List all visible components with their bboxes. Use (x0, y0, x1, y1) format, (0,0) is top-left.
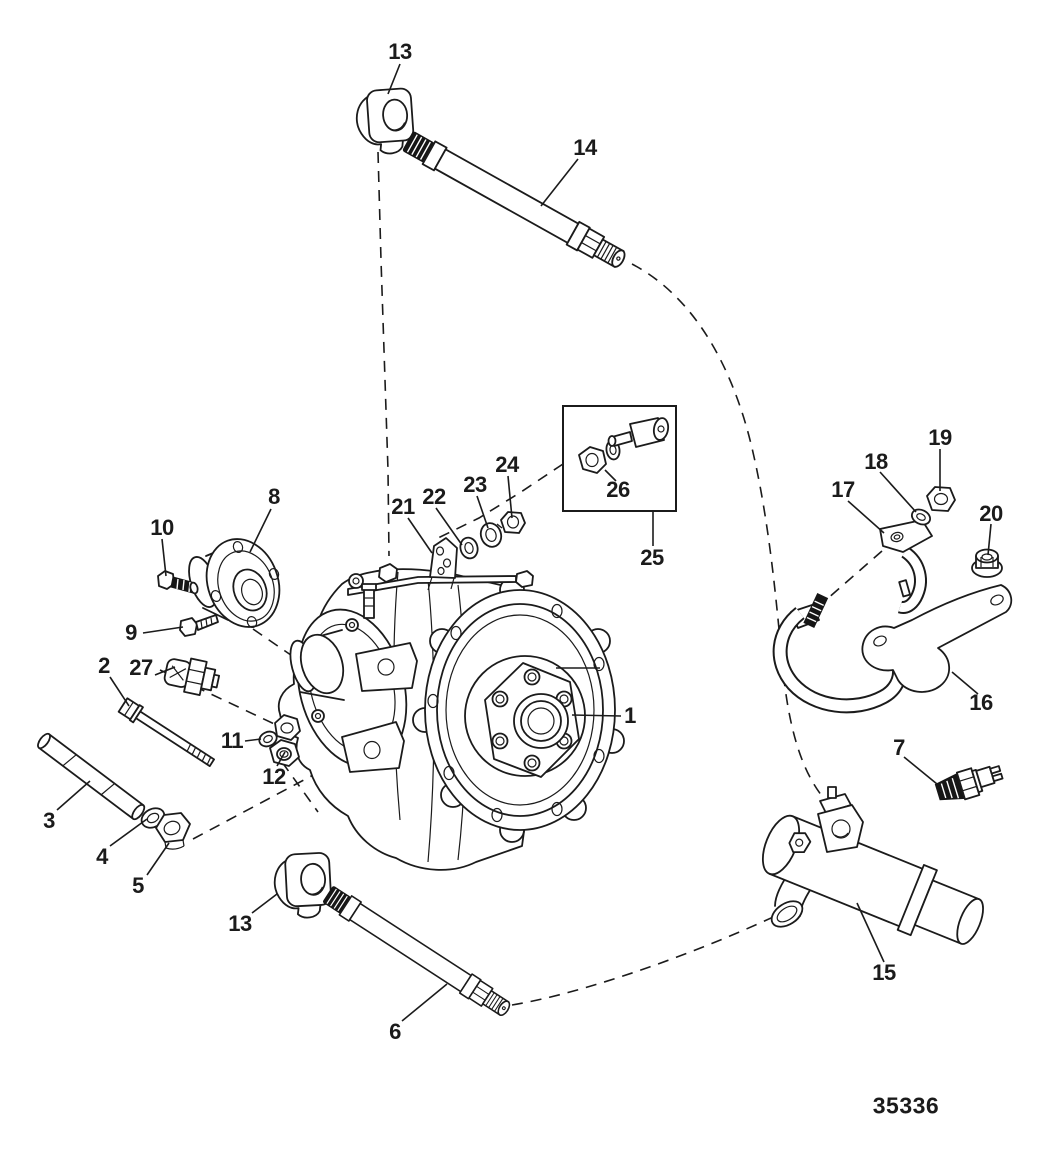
leader-lines (56, 63, 992, 1022)
callout-12: 12 (262, 764, 286, 789)
part-washer-22 (459, 536, 479, 560)
callout-3: 3 (43, 808, 55, 833)
callout-1: 1 (624, 703, 636, 728)
part-locknut-20 (971, 548, 1003, 578)
assembly-dashed-lines (159, 151, 883, 1006)
part-lockwasher-23 (479, 522, 503, 548)
callout-17: 17 (831, 477, 855, 502)
part-kit-box-25 (562, 405, 677, 546)
part-clamp-strap-17 (772, 519, 933, 714)
part-washer-11 (258, 730, 278, 748)
callout-6: 6 (389, 1019, 401, 1044)
callout-20: 20 (979, 501, 1003, 526)
part-washer-18 (910, 508, 932, 526)
drawing-number: 35336 (872, 1092, 940, 1119)
callout-24: 24 (495, 452, 519, 477)
callout-15: 15 (872, 960, 896, 985)
part-sensor-7 (934, 765, 1004, 801)
callout-2: 2 (98, 653, 110, 678)
callout-7: 7 (893, 735, 905, 760)
callout-13-top: 13 (388, 39, 412, 64)
part-screw-9 (179, 614, 219, 637)
callout-16: 16 (969, 690, 993, 715)
callout-26: 26 (606, 477, 630, 502)
part-bracket-16 (861, 584, 1013, 693)
part-nut-19 (926, 486, 956, 512)
callout-27: 27 (129, 655, 153, 680)
callout-25: 25 (640, 545, 664, 570)
part-nut-5 (155, 812, 191, 850)
part-elbow-cover-13-bottom (272, 851, 333, 921)
part-spacer-tube-3 (37, 732, 146, 821)
callout-22: 22 (422, 484, 446, 509)
part-flange-8 (188, 538, 281, 628)
callout-13-bottom: 13 (228, 911, 252, 936)
part-nut-24 (500, 511, 526, 534)
callout-19: 19 (928, 425, 952, 450)
callout-8: 8 (268, 484, 280, 509)
callout-21: 21 (391, 494, 415, 519)
part-bracket-21 (427, 537, 458, 591)
callout-4: 4 (96, 844, 108, 869)
callout-14: 14 (573, 135, 597, 160)
callout-9: 9 (125, 620, 137, 645)
part-transmission-assembly-1 (277, 563, 625, 871)
part-bolt-2 (117, 697, 215, 767)
callout-11: 11 (220, 728, 244, 753)
part-sender-27 (163, 657, 221, 697)
callout-5: 5 (132, 873, 144, 898)
callout-23: 23 (463, 472, 487, 497)
part-hose-6 (321, 883, 515, 1021)
callout-18: 18 (864, 449, 888, 474)
part-manifold-15 (761, 786, 984, 945)
callout-10: 10 (150, 515, 174, 540)
